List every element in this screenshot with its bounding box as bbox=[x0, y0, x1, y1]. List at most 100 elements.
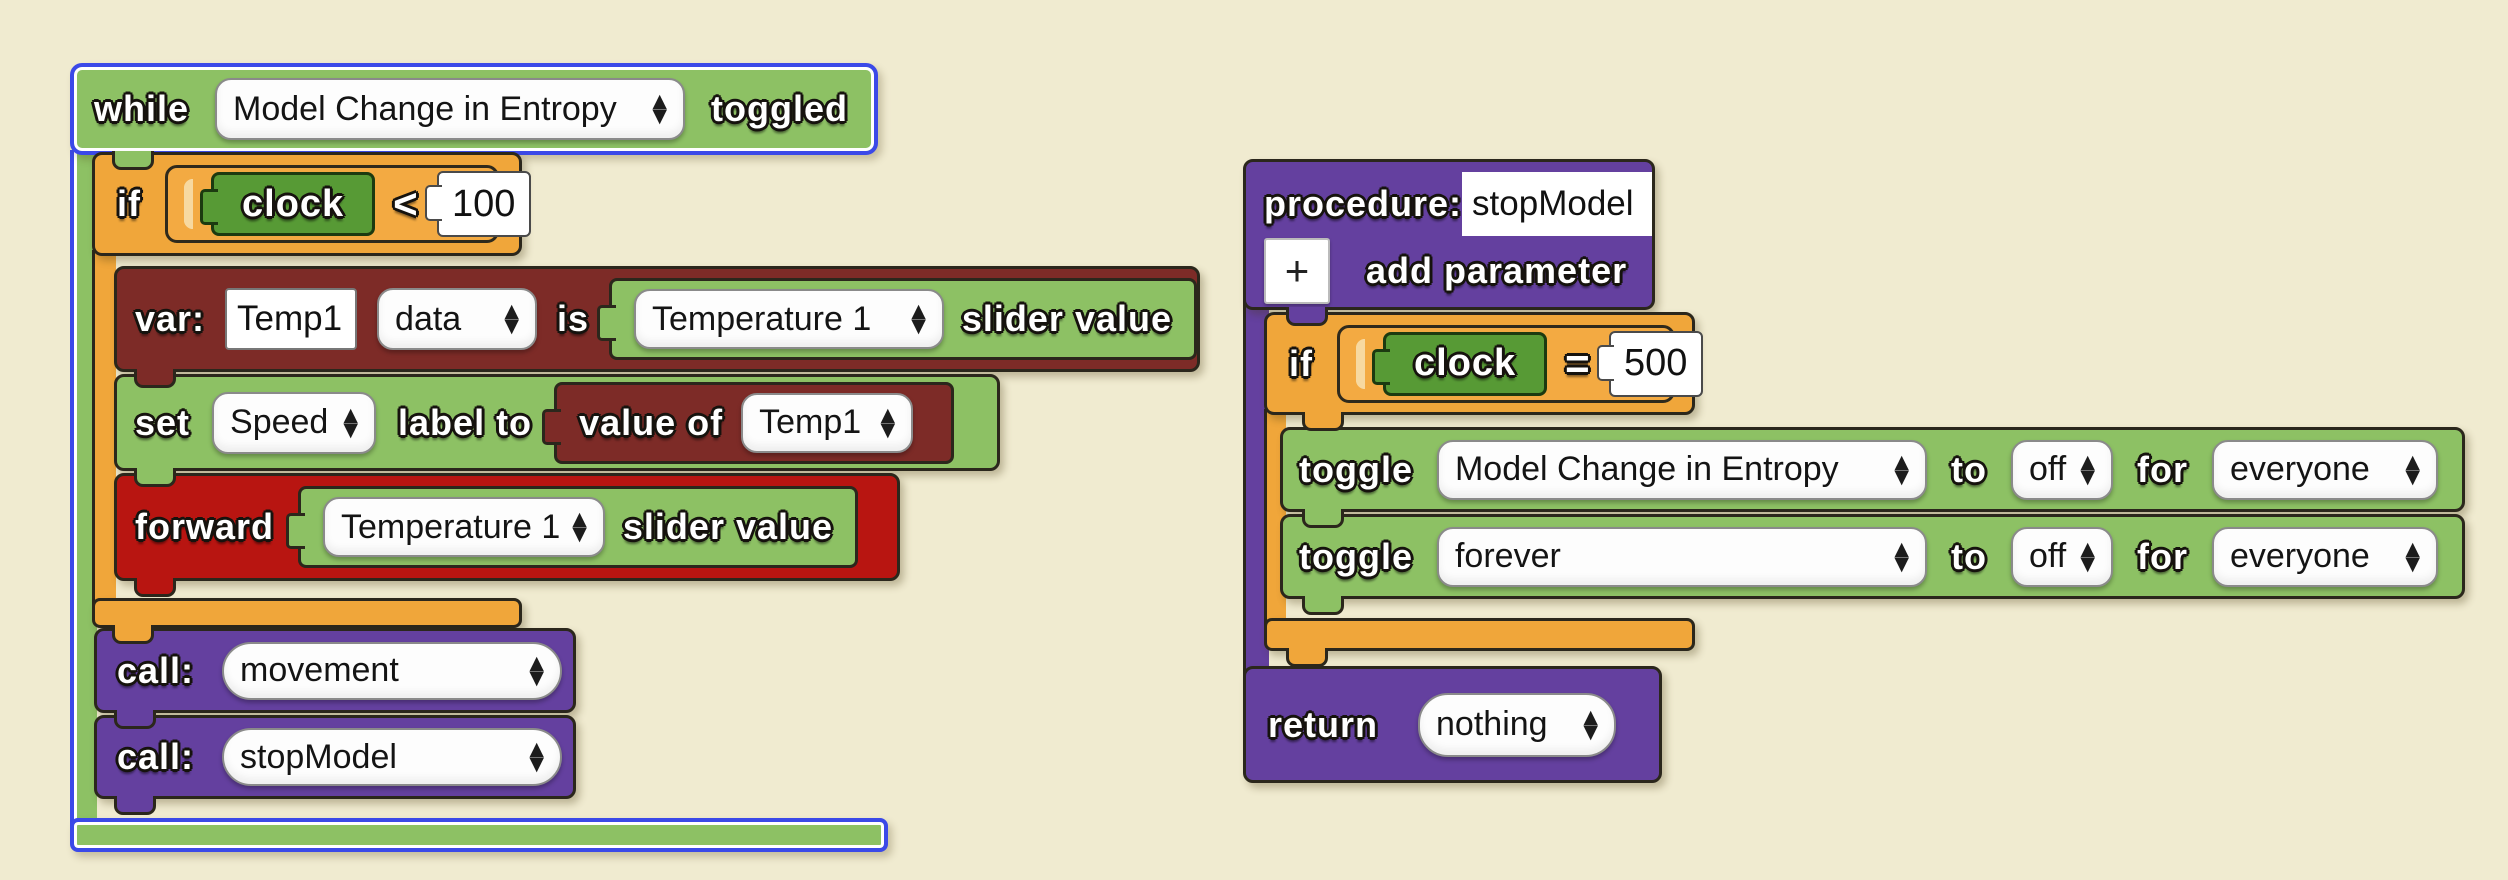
slider-dropdown[interactable]: Temperature 1 bbox=[323, 497, 605, 557]
dropdown-arrows-icon bbox=[1884, 542, 1909, 572]
connector-tab bbox=[1302, 509, 1344, 528]
connector-tab bbox=[134, 468, 176, 487]
connector-tab bbox=[1302, 412, 1344, 431]
dropdown-arrows-icon bbox=[2070, 542, 2095, 572]
if-number-input[interactable] bbox=[438, 181, 529, 227]
call-procedure-dropdown[interactable]: movement bbox=[222, 641, 563, 700]
clock-label: clock bbox=[242, 182, 345, 225]
state-dropdown[interactable]: off bbox=[2010, 526, 2113, 587]
value-of-source-dropdown[interactable]: Temp1 bbox=[741, 392, 914, 453]
procedure-block-header[interactable]: procedure: + add parameter bbox=[1243, 159, 1655, 310]
audience-dropdown[interactable]: everyone bbox=[2211, 439, 2438, 500]
number-socket bbox=[1596, 330, 1703, 397]
toggle-target-value: Model Change in Entropy bbox=[1454, 450, 1839, 488]
audience-value: everyone bbox=[2229, 537, 2370, 575]
comparison-operator: = bbox=[1565, 339, 1591, 387]
call-block-movement[interactable]: call: movement bbox=[94, 628, 576, 713]
while-block-header[interactable]: while Model Change in Entropy toggled bbox=[70, 63, 878, 155]
forward-block[interactable]: forward Temperature 1 slider value bbox=[114, 473, 900, 581]
for-label: for bbox=[2136, 448, 2188, 490]
c-bracket-icon bbox=[184, 179, 193, 229]
dropdown-arrows-icon bbox=[2070, 455, 2095, 485]
if-block-spine bbox=[92, 250, 116, 618]
clock-reporter[interactable]: clock bbox=[199, 172, 376, 236]
connector-tab bbox=[1286, 648, 1328, 667]
slider-suffix-label: slider value bbox=[961, 298, 1172, 339]
data-type-value: data bbox=[395, 299, 462, 338]
call-block-stopmodel[interactable]: call: stopModel bbox=[94, 715, 576, 799]
toggle-target-dropdown[interactable]: Model Change in Entropy bbox=[1436, 439, 1927, 500]
variable-name-input[interactable] bbox=[225, 288, 358, 350]
while-block-footer[interactable] bbox=[70, 818, 888, 852]
return-value-dropdown[interactable]: nothing bbox=[1418, 692, 1617, 757]
if-block-footer[interactable] bbox=[1264, 618, 1695, 651]
procedure-keyword: procedure: bbox=[1264, 183, 1463, 224]
add-parameter-button[interactable]: + bbox=[1264, 238, 1330, 304]
call-keyword: call: bbox=[117, 649, 195, 691]
dropdown-arrows-icon bbox=[901, 304, 926, 334]
return-keyword: return bbox=[1268, 703, 1379, 745]
dropdown-arrows-icon bbox=[1884, 455, 1909, 485]
toggle-keyword: toggle bbox=[1299, 448, 1413, 490]
connector-tab bbox=[1302, 596, 1344, 615]
return-block[interactable]: return nothing bbox=[1243, 666, 1662, 783]
call-procedure-value: movement bbox=[240, 651, 399, 689]
dropdown-arrows-icon bbox=[1573, 710, 1598, 740]
if-block-footer[interactable] bbox=[92, 598, 522, 628]
c-bracket-icon bbox=[1356, 338, 1365, 389]
connector-tab bbox=[134, 369, 176, 388]
state-dropdown[interactable]: off bbox=[2010, 439, 2113, 500]
value-of-label: value of bbox=[579, 401, 724, 443]
while-model-value: Model Change in Entropy bbox=[233, 89, 617, 128]
if-condition-socket: clock = bbox=[1337, 324, 1703, 403]
value-of-pill[interactable]: value of Temp1 bbox=[542, 381, 955, 464]
if-block-header[interactable]: if clock < bbox=[92, 152, 531, 256]
to-label: to bbox=[1950, 448, 1987, 490]
dropdown-arrows-icon bbox=[2395, 455, 2420, 485]
while-suffix-label: toggled bbox=[711, 88, 849, 129]
slider-suffix-label: slider value bbox=[622, 506, 834, 547]
set-target-dropdown[interactable]: Speed bbox=[212, 391, 377, 454]
if-block-header[interactable]: if clock = bbox=[1264, 312, 1703, 415]
set-block[interactable]: set Speed label to value of Temp1 bbox=[114, 374, 1000, 471]
connector-tab bbox=[112, 625, 154, 644]
if-number-input[interactable] bbox=[1610, 341, 1701, 386]
value-of-source: Temp1 bbox=[759, 403, 862, 441]
is-label: is bbox=[556, 298, 589, 339]
slider-dropdown[interactable]: Temperature 1 bbox=[634, 289, 944, 349]
dropdown-arrows-icon bbox=[333, 408, 358, 438]
call-procedure-value: stopModel bbox=[240, 737, 397, 776]
var-keyword: var: bbox=[135, 298, 206, 339]
state-value: off bbox=[2028, 450, 2067, 488]
data-type-dropdown[interactable]: data bbox=[377, 288, 537, 350]
to-label: to bbox=[1950, 535, 1987, 577]
dropdown-arrows-icon bbox=[494, 304, 519, 334]
state-value: off bbox=[2028, 537, 2067, 575]
slider-value: Temperature 1 bbox=[652, 299, 872, 338]
if-condition-socket: clock < bbox=[165, 165, 531, 243]
audience-value: everyone bbox=[2229, 450, 2370, 488]
procedure-name-input[interactable] bbox=[1462, 172, 1653, 236]
connector-tab bbox=[114, 710, 156, 729]
toggle-block-forever[interactable]: toggle forever to off for everyone bbox=[1280, 514, 2465, 599]
clock-label: clock bbox=[1414, 342, 1517, 384]
connector-tab bbox=[134, 578, 176, 597]
call-procedure-dropdown[interactable]: stopModel bbox=[222, 728, 563, 786]
slider-value-pill[interactable]: Temperature 1 slider value bbox=[597, 278, 1197, 360]
slider-value: Temperature 1 bbox=[341, 507, 561, 546]
set-target-value: Speed bbox=[230, 403, 329, 441]
var-block[interactable]: var: data is Temperature 1 slider value bbox=[114, 266, 1200, 372]
slider-value-pill[interactable]: Temperature 1 slider value bbox=[286, 486, 859, 568]
audience-dropdown[interactable]: everyone bbox=[2211, 526, 2438, 587]
dropdown-arrows-icon bbox=[519, 656, 544, 686]
dropdown-arrows-icon bbox=[870, 408, 895, 438]
toggle-block-model[interactable]: toggle Model Change in Entropy to off fo… bbox=[1280, 427, 2465, 512]
while-model-dropdown[interactable]: Model Change in Entropy bbox=[215, 78, 686, 140]
dropdown-arrows-icon bbox=[2395, 542, 2420, 572]
dropdown-arrows-icon bbox=[519, 742, 544, 772]
toggle-target-dropdown[interactable]: forever bbox=[1436, 526, 1927, 587]
clock-reporter[interactable]: clock bbox=[1371, 331, 1548, 396]
if-keyword: if bbox=[117, 183, 141, 224]
toggle-keyword: toggle bbox=[1299, 535, 1413, 577]
